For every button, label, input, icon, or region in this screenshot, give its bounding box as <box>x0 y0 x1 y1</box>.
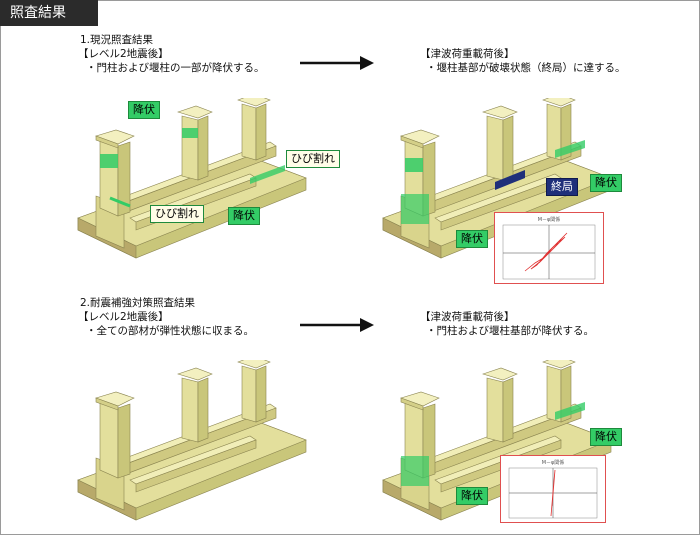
yield-label: 降伏 <box>456 230 488 248</box>
section2-right-bracket: 【津波荷重載荷後】 <box>420 311 515 323</box>
weir-model-section2-left <box>77 360 307 521</box>
page-title: 照査結果 <box>0 0 98 26</box>
crack-label: ひび割れ <box>286 150 340 168</box>
graph-title: M－φ関係 <box>537 217 561 223</box>
section1-left-bracket: 【レベル2地震後】 <box>78 48 169 60</box>
section1-right-bullet: ・堰柱基部が破壊状態（終局）に達する。 <box>426 62 626 74</box>
yield-label: 降伏 <box>456 487 488 505</box>
arrow-right-icon <box>300 318 374 332</box>
section2-left-bracket: 【レベル2地震後】 <box>78 311 169 323</box>
graph-title: M－φ関係 <box>541 460 565 466</box>
weir-model-section1-right <box>382 98 612 259</box>
yield-label: 降伏 <box>128 101 160 119</box>
section2-left-bullet: ・全ての部材が弾性状態に収まる。 <box>86 325 254 337</box>
ultimate-label: 終局 <box>546 178 578 196</box>
section2-right-bullet: ・門柱および堰柱基部が降伏する。 <box>426 325 594 337</box>
section1-left-bullet: ・門柱および堰柱の一部が降伏する。 <box>86 62 265 74</box>
section1-right-bracket: 【津波荷重載荷後】 <box>420 48 515 60</box>
section1-heading: 1.現況照査結果 <box>80 34 154 46</box>
yield-label: 降伏 <box>590 428 622 446</box>
weir-model-section1-left <box>77 98 307 259</box>
moment-curvature-graph: M－φ関係 <box>494 212 604 284</box>
section2-heading: 2.耐震補強対策照査結果 <box>80 297 196 309</box>
weir-model-section2-right <box>382 360 612 521</box>
crack-label: ひび割れ <box>150 205 204 223</box>
yield-label: 降伏 <box>228 207 260 225</box>
moment-curvature-graph: M－φ関係 <box>500 455 606 523</box>
arrow-right-icon <box>300 56 374 70</box>
yield-label: 降伏 <box>590 174 622 192</box>
